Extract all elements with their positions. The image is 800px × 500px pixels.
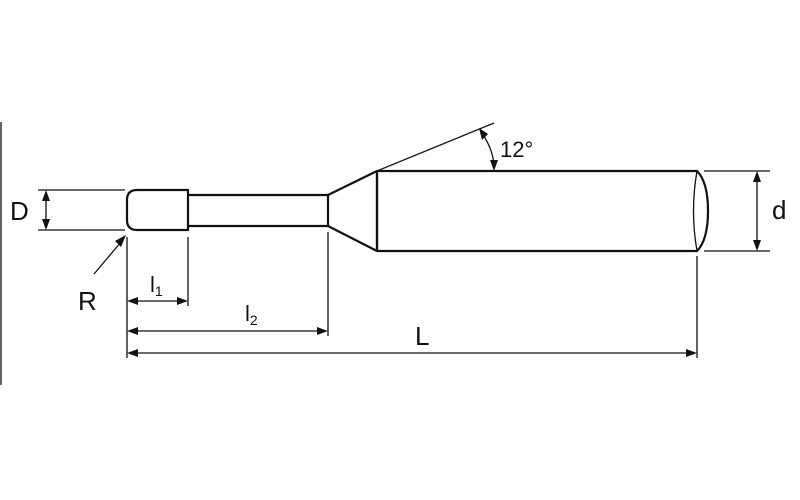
shank bbox=[375, 169, 710, 253]
dimension-l2: l2 bbox=[127, 301, 328, 335]
cutting-head bbox=[125, 188, 190, 232]
angle-dimension: 12° bbox=[376, 122, 533, 172]
label-l1: l1 bbox=[150, 272, 163, 299]
radius-leader: R bbox=[78, 235, 126, 316]
label-l2-main: l bbox=[245, 301, 250, 326]
label-d: d bbox=[772, 195, 786, 225]
angle-ext-line bbox=[376, 122, 495, 172]
label-l1-sub: 1 bbox=[155, 283, 163, 299]
label-l2-sub: 2 bbox=[250, 312, 258, 328]
dimension-d: d bbox=[704, 170, 786, 252]
label-D: D bbox=[10, 196, 29, 226]
d-arrow-bottom bbox=[42, 219, 50, 230]
taper bbox=[327, 170, 378, 252]
label-angle: 12° bbox=[500, 137, 533, 162]
l2-arrow-left bbox=[127, 327, 138, 335]
label-R: R bbox=[78, 286, 97, 316]
tool-outline bbox=[125, 169, 710, 253]
neck bbox=[188, 193, 330, 228]
dimension-D: D bbox=[10, 189, 125, 231]
angle-arrow-bottom bbox=[490, 160, 498, 171]
dimension-l1: l1 bbox=[127, 272, 188, 305]
l2-arrow-right bbox=[317, 327, 328, 335]
angle-arrow-top bbox=[479, 128, 488, 140]
L-arrow-left bbox=[127, 349, 138, 357]
l1-arrow-left bbox=[127, 297, 138, 305]
shank-chamfer bbox=[692, 170, 698, 252]
l1-arrow-right bbox=[177, 297, 188, 305]
d-arrow-top bbox=[42, 190, 50, 201]
r-leader-line bbox=[93, 241, 122, 275]
dimension-L: L bbox=[127, 321, 697, 357]
label-l2: l2 bbox=[245, 301, 258, 328]
shank-arrow-top bbox=[753, 171, 761, 182]
L-arrow-right bbox=[686, 349, 697, 357]
label-l1-main: l bbox=[150, 272, 155, 297]
shank-arrow-bottom bbox=[753, 240, 761, 251]
r-leader-arrow bbox=[115, 235, 126, 247]
label-L: L bbox=[415, 321, 429, 351]
